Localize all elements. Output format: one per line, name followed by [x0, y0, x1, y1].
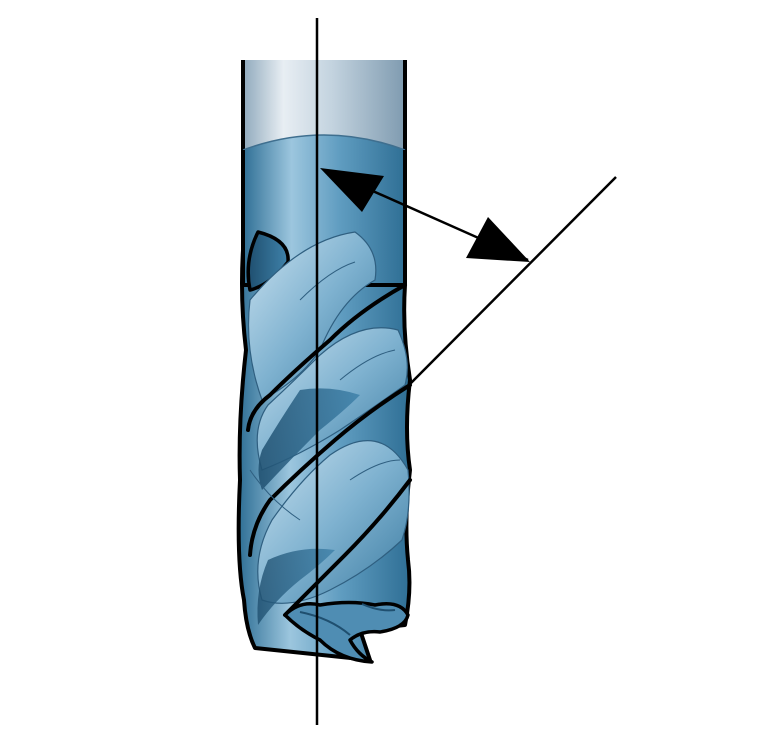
helix-angle-arrow: [320, 168, 530, 262]
arrowhead-left-icon: [320, 168, 384, 212]
arrowhead-right-icon: [466, 217, 530, 262]
fluted-body: [236, 230, 412, 664]
helix-direction-line: [408, 176, 617, 386]
